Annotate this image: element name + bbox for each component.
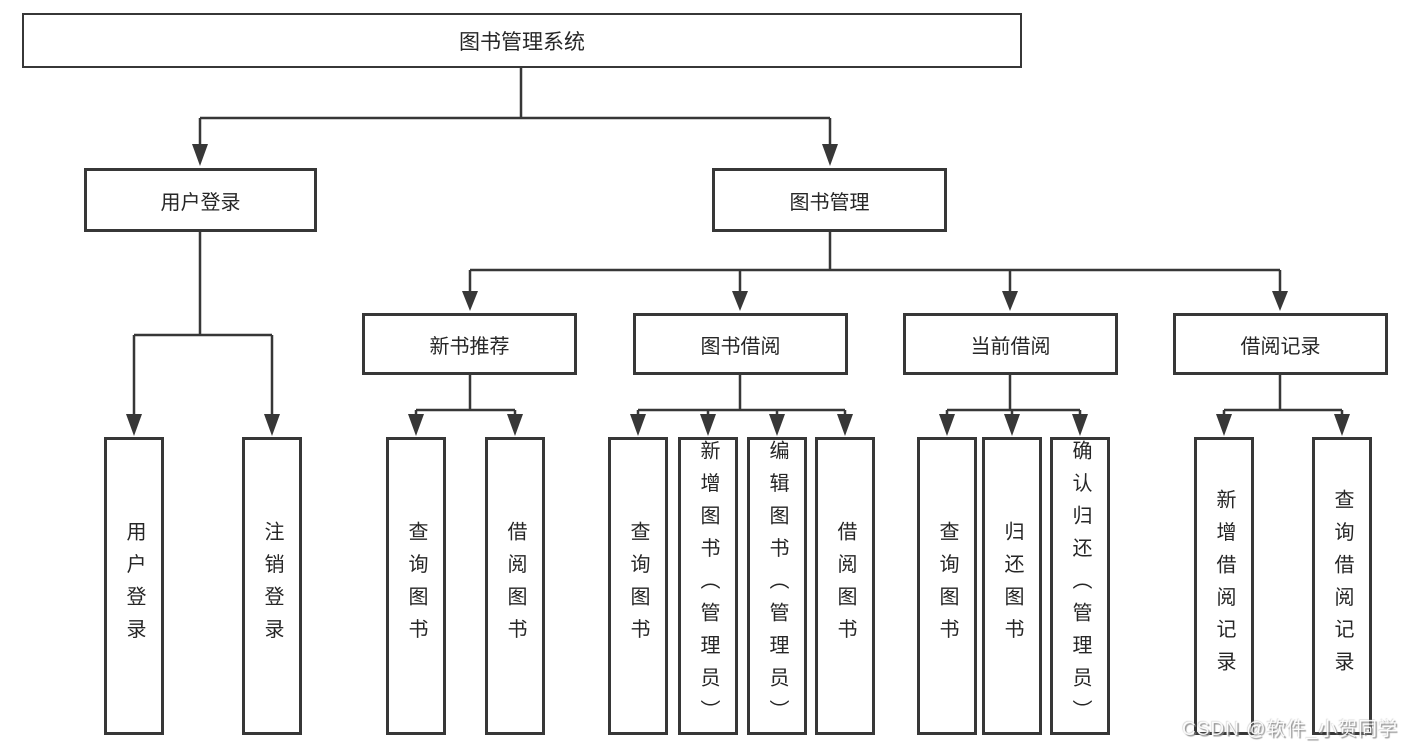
leaf-edit-book-admin: 编辑图书（管理员）	[747, 437, 807, 735]
leaf-add-book-admin: 新增图书（管理员）	[678, 437, 738, 735]
leaf-query-books-recommend: 查询图书	[386, 437, 446, 735]
leaf-borrow-books-borrowing: 借阅图书	[815, 437, 875, 735]
leaf-query-borrow-record: 查询借阅记录	[1312, 437, 1372, 735]
node-book-borrowing: 图书借阅	[633, 313, 848, 375]
node-book-management: 图书管理	[712, 168, 947, 232]
node-borrowing-records: 借阅记录	[1173, 313, 1388, 375]
tree-edges	[132, 68, 1344, 417]
node-library-management-system: 图书管理系统	[22, 13, 1022, 68]
leaf-logout: 注销登录	[242, 437, 302, 735]
leaf-query-books-current: 查询图书	[917, 437, 977, 735]
csdn-watermark: CSDN @软件_小贺同学	[1182, 719, 1398, 740]
node-new-book-recommend: 新书推荐	[362, 313, 577, 375]
leaf-user-login: 用户登录	[104, 437, 164, 735]
node-current-borrowing: 当前借阅	[903, 313, 1118, 375]
leaf-add-borrow-record: 新增借阅记录	[1194, 437, 1254, 735]
leaf-query-books-borrowing: 查询图书	[608, 437, 668, 735]
leaf-borrow-books-recommend: 借阅图书	[485, 437, 545, 735]
leaf-return-books: 归还图书	[982, 437, 1042, 735]
node-user-login: 用户登录	[84, 168, 317, 232]
leaf-confirm-return-admin: 确认归还（管理员）	[1050, 437, 1110, 735]
